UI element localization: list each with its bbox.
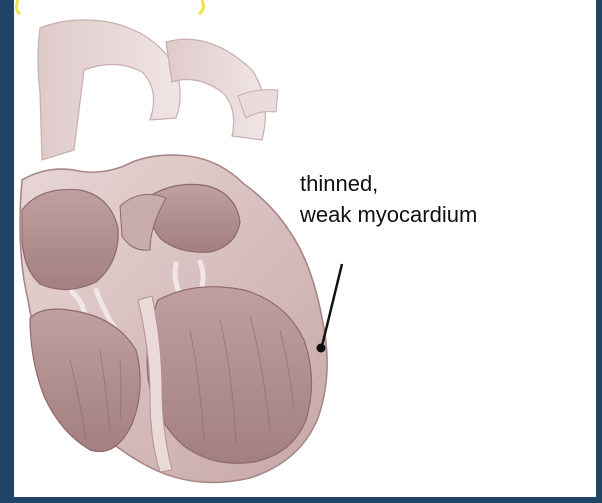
right-atrium (22, 189, 118, 289)
annotation-line-1: thinned, (300, 168, 477, 199)
myocardium-annotation: thinned, weak myocardium (300, 168, 477, 230)
annotation-line-2: weak myocardium (300, 199, 477, 230)
annotation-pointer-dot (317, 344, 326, 353)
